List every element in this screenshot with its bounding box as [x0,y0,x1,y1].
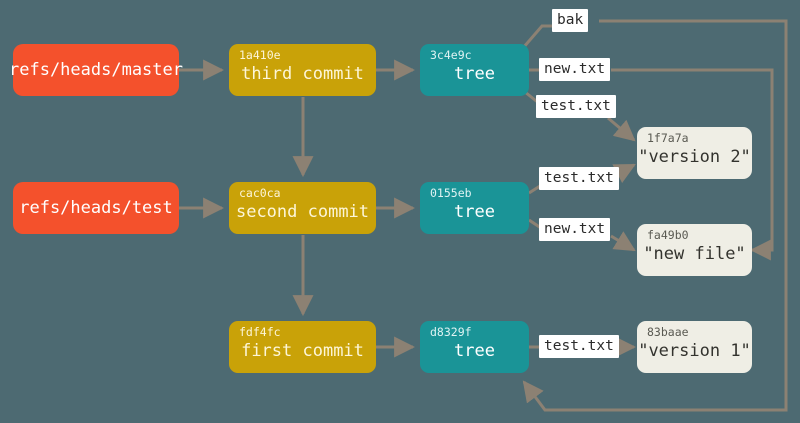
blob-content: "version 2" [638,147,751,167]
blob-content: "new file" [643,244,746,264]
tree-label: tree [454,341,495,361]
edge-new-txt-route-to-blob-fa49b0 [611,68,774,261]
tree-hash: d8329f [430,325,472,339]
blob-hash: fa49b0 [647,228,689,242]
blob-node-fa49b0[interactable]: fa49b0 "new file" [637,224,752,276]
edge-label-test-txt-top: test.txt [536,95,616,118]
blob-content: "version 1" [638,341,751,361]
edge-new-txt-mid-to-blob-fa49b0 [610,231,636,252]
commit-hash: 1a410e [239,48,281,62]
edge-tree-0155eb-test-txt [528,184,541,195]
tree-node-d8329f[interactable]: d8329f tree [420,321,529,373]
ref-label: refs/heads/test [19,198,173,218]
tree-label: tree [454,202,495,222]
tree-hash: 3c4e9c [430,48,472,62]
tree-node-0155eb[interactable]: 0155eb tree [420,182,529,234]
commit-node-third[interactable]: 1a410e third commit [229,44,376,96]
commit-node-first[interactable]: fdf4fc first commit [229,321,376,373]
blob-node-83baae[interactable]: 83baae "version 1" [637,321,752,373]
tree-label: tree [454,64,495,84]
commit-hash: fdf4fc [239,325,281,339]
tree-hash: 0155eb [430,186,472,200]
ref-node-test[interactable]: refs/heads/test [13,182,179,234]
edge-bak-route-to-blob-fa49b0 [522,19,788,412]
edge-label-new-txt-top: new.txt [539,58,611,81]
commit-message: third commit [241,64,364,84]
edge-label-test-txt-bottom: test.txt [539,335,619,358]
edge-tree-3c4e9c-bak [521,24,552,49]
commit-hash: cac0ca [239,186,281,200]
tree-node-3c4e9c[interactable]: 3c4e9c tree [420,44,529,96]
commit-message: first commit [241,341,364,361]
edge-test-txt-to-blob-1f7a7a [607,116,636,142]
edge-label-new-txt-mid: new.txt [539,218,611,241]
edge-label-test-txt-mid: test.txt [539,167,619,190]
commit-node-second[interactable]: cac0ca second commit [229,182,376,234]
blob-hash: 83baae [647,325,689,339]
blob-node-1f7a7a[interactable]: 1f7a7a "version 2" [637,127,752,179]
commit-message: second commit [235,202,370,222]
edge-label-bak: bak [552,9,589,32]
blob-hash: 1f7a7a [647,131,689,145]
ref-label: refs/heads/master [9,60,183,80]
ref-node-master[interactable]: refs/heads/master [9,44,183,96]
